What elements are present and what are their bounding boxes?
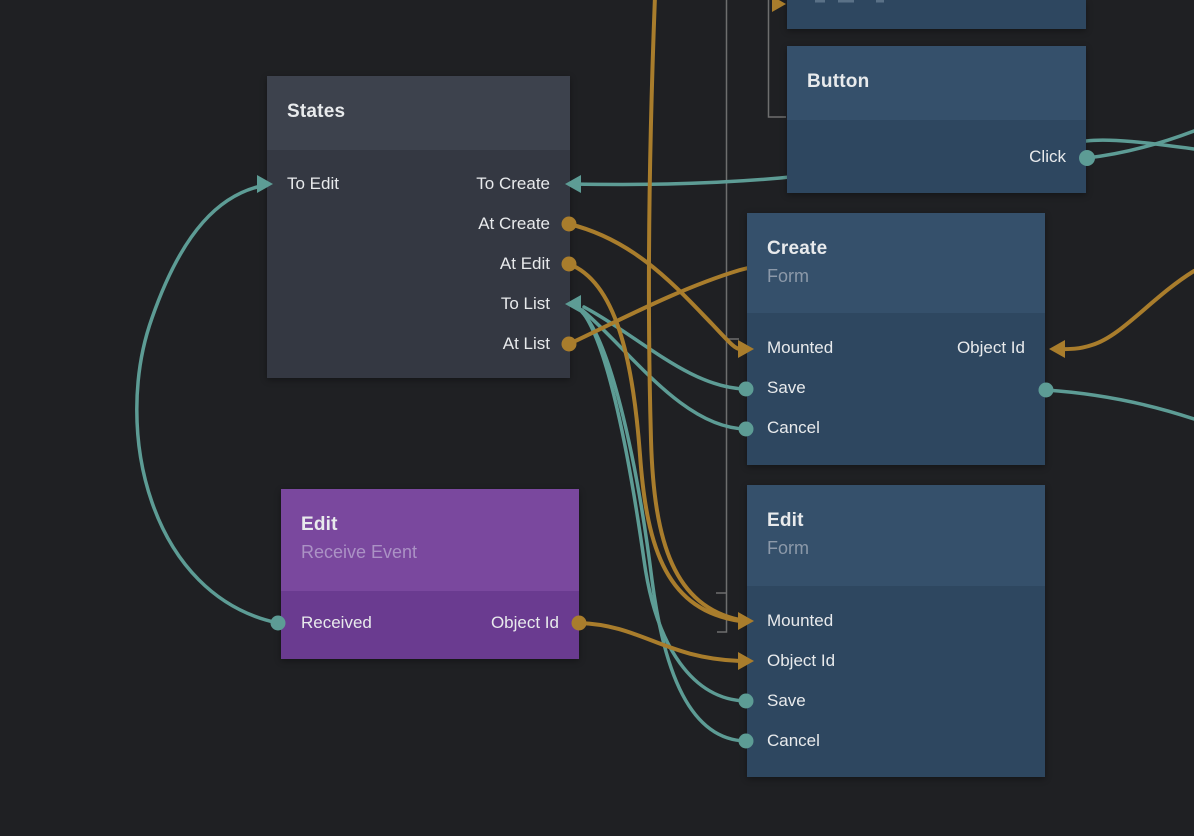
wire-click-out[interactable] bbox=[1085, 129, 1194, 160]
node-title: States bbox=[287, 101, 346, 122]
port-label-at-edit: At Edit bbox=[499, 254, 550, 273]
wire-objectid-to-editobjectid[interactable] bbox=[577, 621, 742, 663]
port-label-cancel: Cancel bbox=[767, 418, 820, 437]
connection-arrow-partial bbox=[772, 0, 786, 12]
port-row[interactable]: Save bbox=[747, 681, 1045, 721]
port-row-click[interactable]: Click bbox=[787, 137, 1086, 177]
port-label-at-list: At List bbox=[502, 334, 550, 353]
wire-atcreate-to-createmounted[interactable] bbox=[567, 222, 742, 351]
node-subtitle: Form bbox=[767, 538, 809, 558]
port-row[interactable]: Object Id bbox=[747, 641, 1045, 681]
wire-editsave-to-tolist[interactable] bbox=[578, 307, 748, 703]
port-row[interactable]: Cancel bbox=[747, 408, 1045, 448]
port-label-mounted: Mounted bbox=[767, 611, 834, 630]
port-row[interactable]: At List bbox=[267, 324, 570, 364]
node-header[interactable]: States bbox=[267, 76, 570, 150]
node-title: Button bbox=[807, 71, 870, 92]
wire-createsave-to-tolist[interactable] bbox=[582, 305, 748, 391]
port-label-object-id: Object Id bbox=[490, 613, 559, 632]
port-label-object-id: Object Id bbox=[956, 338, 1025, 357]
port-label-to-list: To List bbox=[500, 294, 550, 313]
wire-editcancel-to-tolist[interactable] bbox=[580, 310, 748, 743]
port-row[interactable]: Mounted Object Id bbox=[747, 328, 1045, 368]
wire-into-createobjectid[interactable] bbox=[1056, 269, 1194, 352]
port-label-cancel: Cancel bbox=[767, 731, 820, 750]
port-label-save: Save bbox=[767, 378, 806, 397]
node-header[interactable]: Create Form bbox=[747, 213, 1045, 313]
node-title: Edit bbox=[767, 510, 804, 531]
port-label-at-create: At Create bbox=[478, 214, 550, 233]
hierarchy-line bbox=[717, 0, 728, 633]
node-header[interactable]: Edit Receive Event bbox=[281, 489, 579, 591]
node-title: Create bbox=[767, 238, 828, 259]
port-label-to-edit: To Edit bbox=[287, 174, 339, 193]
node-create-form[interactable]: Create Form Mounted Object Id Save Cance… bbox=[747, 213, 1045, 465]
wire-received-to-toedit[interactable] bbox=[135, 183, 280, 625]
node-partial-top[interactable] bbox=[787, 0, 1086, 29]
port-row[interactable]: Received Object Id bbox=[281, 603, 579, 643]
port-row[interactable]: To Edit To Create bbox=[267, 164, 570, 204]
node-subtitle: Form bbox=[767, 266, 809, 286]
port-row[interactable]: Mounted bbox=[747, 601, 1045, 641]
node-subtitle: Receive Event bbox=[301, 542, 418, 562]
port-label-received: Received bbox=[301, 613, 372, 632]
node-header[interactable]: Edit Form bbox=[747, 485, 1045, 586]
node-states[interactable]: States To Edit To Create At Create At Ed… bbox=[267, 76, 570, 378]
node-edit-receive-event[interactable]: Edit Receive Event Received Object Id bbox=[281, 489, 579, 659]
wire-top-to-editmounted[interactable] bbox=[646, 0, 742, 622]
port-label-object-id: Object Id bbox=[767, 651, 836, 670]
node-edit-form[interactable]: Edit Form Mounted Object Id Save Cancel bbox=[747, 485, 1045, 777]
port-label-save: Save bbox=[767, 691, 806, 710]
port-label-click: Click bbox=[1029, 147, 1066, 166]
port-row[interactable]: Cancel bbox=[747, 721, 1045, 761]
wire-atedit-to-editmounted[interactable] bbox=[567, 262, 742, 623]
port-label-to-create: To Create bbox=[476, 174, 550, 193]
wire-create-output-out[interactable] bbox=[1044, 388, 1194, 421]
port-row[interactable]: To List bbox=[267, 284, 570, 324]
hierarchy-line bbox=[767, 0, 786, 118]
node-header[interactable]: Button bbox=[787, 46, 1086, 120]
port-row[interactable]: At Edit bbox=[267, 244, 570, 284]
port-label-mounted: Mounted bbox=[767, 338, 834, 357]
node-button[interactable]: Button Click bbox=[787, 46, 1086, 193]
wire-createcancel-to-tolist[interactable] bbox=[580, 308, 748, 431]
port-row[interactable]: At Create bbox=[267, 204, 570, 244]
node-title: Edit bbox=[301, 514, 338, 535]
port-row[interactable]: Save bbox=[747, 368, 1045, 408]
